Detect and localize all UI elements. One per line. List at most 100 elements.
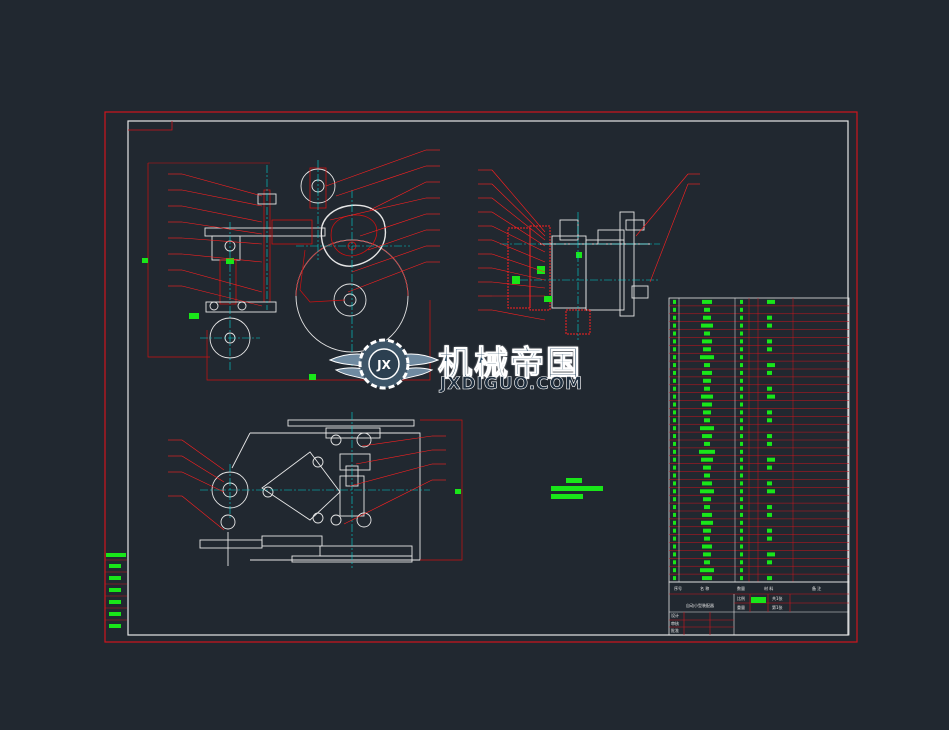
side-leader <box>491 253 546 273</box>
parts-list-qty-mark <box>740 394 743 399</box>
side-leader <box>491 211 546 247</box>
parts-list-index-mark <box>673 544 676 549</box>
parts-list-name-mark <box>703 378 711 383</box>
parts-list-name-mark <box>701 323 713 328</box>
front-right-leader <box>335 165 427 197</box>
watermark-badge-text: JX <box>376 358 391 372</box>
top-right-leader <box>349 463 433 487</box>
parts-list-index-mark <box>673 520 676 525</box>
parts-list-index-mark <box>673 363 676 368</box>
front-left-leader <box>181 173 263 197</box>
top-left-leader <box>181 495 225 531</box>
parts-list-material-mark <box>767 347 772 352</box>
parts-list-qty-mark <box>740 465 743 470</box>
parts-list-index-mark <box>673 552 676 557</box>
parts-list-qty-mark <box>740 315 743 320</box>
outer-frame <box>104 111 858 643</box>
front-left-leader <box>181 269 263 293</box>
title-block-row-approve: 批准 <box>671 628 679 633</box>
parts-list-name-mark <box>702 299 712 304</box>
front-right-leader <box>329 197 427 221</box>
parts-list-material-mark <box>767 528 772 533</box>
title-block-sheets-total: 共1张 <box>772 596 783 601</box>
side-leader <box>491 169 546 233</box>
parts-list-name-mark <box>704 473 710 478</box>
parts-list-qty-mark <box>740 426 743 431</box>
parts-list-material-mark <box>767 576 772 581</box>
header-col-material: 材 料 <box>764 586 774 591</box>
parts-list-index-mark <box>673 536 676 541</box>
front-view-leader-lines-right <box>325 149 440 293</box>
parts-list-name-mark <box>702 434 712 439</box>
side-leader <box>491 281 546 289</box>
top-view-leader-lines-left <box>168 439 225 531</box>
parts-list-name-mark <box>702 576 712 581</box>
front-right-leader <box>367 229 427 251</box>
parts-list-index-mark <box>673 331 676 336</box>
parts-list-qty-mark <box>740 355 743 360</box>
parts-list-name-mark <box>702 481 712 486</box>
parts-list-index-mark <box>673 489 676 494</box>
front-left-leader <box>181 221 263 235</box>
parts-list-index-mark <box>673 315 676 320</box>
parts-list-qty-mark <box>740 512 743 517</box>
parts-list-qty-mark <box>740 441 743 446</box>
parts-list-material-mark <box>767 536 772 541</box>
parts-list-index-mark <box>673 441 676 446</box>
parts-list-name-mark <box>700 426 714 431</box>
parts-list-index-mark <box>673 512 676 517</box>
side-leader <box>491 239 546 263</box>
parts-list-qty-mark <box>740 378 743 383</box>
parts-list-name-mark <box>701 457 713 462</box>
side-leader <box>491 267 546 281</box>
parts-list-qty-mark <box>740 363 743 368</box>
parts-list-index-mark <box>673 465 676 470</box>
sheet-corner-tab <box>128 121 173 131</box>
parts-list-qty-mark <box>740 434 743 439</box>
top-left-leader <box>181 455 225 483</box>
parts-list-material-mark <box>767 434 772 439</box>
parts-list-material-mark <box>767 560 772 565</box>
parts-list-material-mark <box>767 441 772 446</box>
parts-list-name-mark <box>703 315 711 320</box>
parts-list-name-mark <box>701 394 713 399</box>
parts-list-qty-mark <box>740 299 743 304</box>
parts-list-qty-mark <box>740 544 743 549</box>
parts-list-qty-mark <box>740 560 743 565</box>
parts-list-qty-mark <box>740 347 743 352</box>
parts-list-index-mark <box>673 370 676 375</box>
parts-list-qty-mark <box>740 449 743 454</box>
parts-list-material-mark <box>767 299 775 304</box>
parts-list-qty-mark <box>740 473 743 478</box>
parts-list-index-mark <box>673 339 676 344</box>
parts-list-qty-mark <box>740 323 743 328</box>
front-right-leader <box>369 181 427 211</box>
parts-list-qty-mark <box>740 576 743 581</box>
top-left-leader <box>181 471 225 493</box>
parts-list-material-mark <box>767 512 772 517</box>
drawing-title: 自动小型装配器 <box>686 603 714 608</box>
side-right-leader <box>635 173 689 237</box>
parts-list-qty-mark <box>740 505 743 510</box>
parts-list-index-mark <box>673 457 676 462</box>
parts-list-name-mark <box>702 370 712 375</box>
technical-notes-block <box>551 478 603 499</box>
parts-list-qty-mark <box>740 497 743 502</box>
title-block-scale: 比例 <box>737 596 745 601</box>
parts-list-qty-mark <box>740 370 743 375</box>
side-leader <box>491 197 546 241</box>
parts-list-name-mark <box>702 402 712 407</box>
parts-list-qty-mark <box>740 489 743 494</box>
parts-list-name-mark <box>703 465 711 470</box>
front-view-leader-lines-left <box>168 173 263 307</box>
header-col-qty: 数量 <box>737 586 745 591</box>
title-block <box>668 581 850 636</box>
front-left-leader <box>181 205 263 223</box>
header-col-name: 名 称 <box>700 586 710 591</box>
parts-list-name-mark <box>703 552 711 557</box>
parts-list-index-mark <box>673 497 676 502</box>
parts-list-qty-mark <box>740 536 743 541</box>
parts-list-material-mark <box>767 323 772 328</box>
parts-list-name-mark <box>700 568 714 573</box>
front-view <box>142 160 431 381</box>
